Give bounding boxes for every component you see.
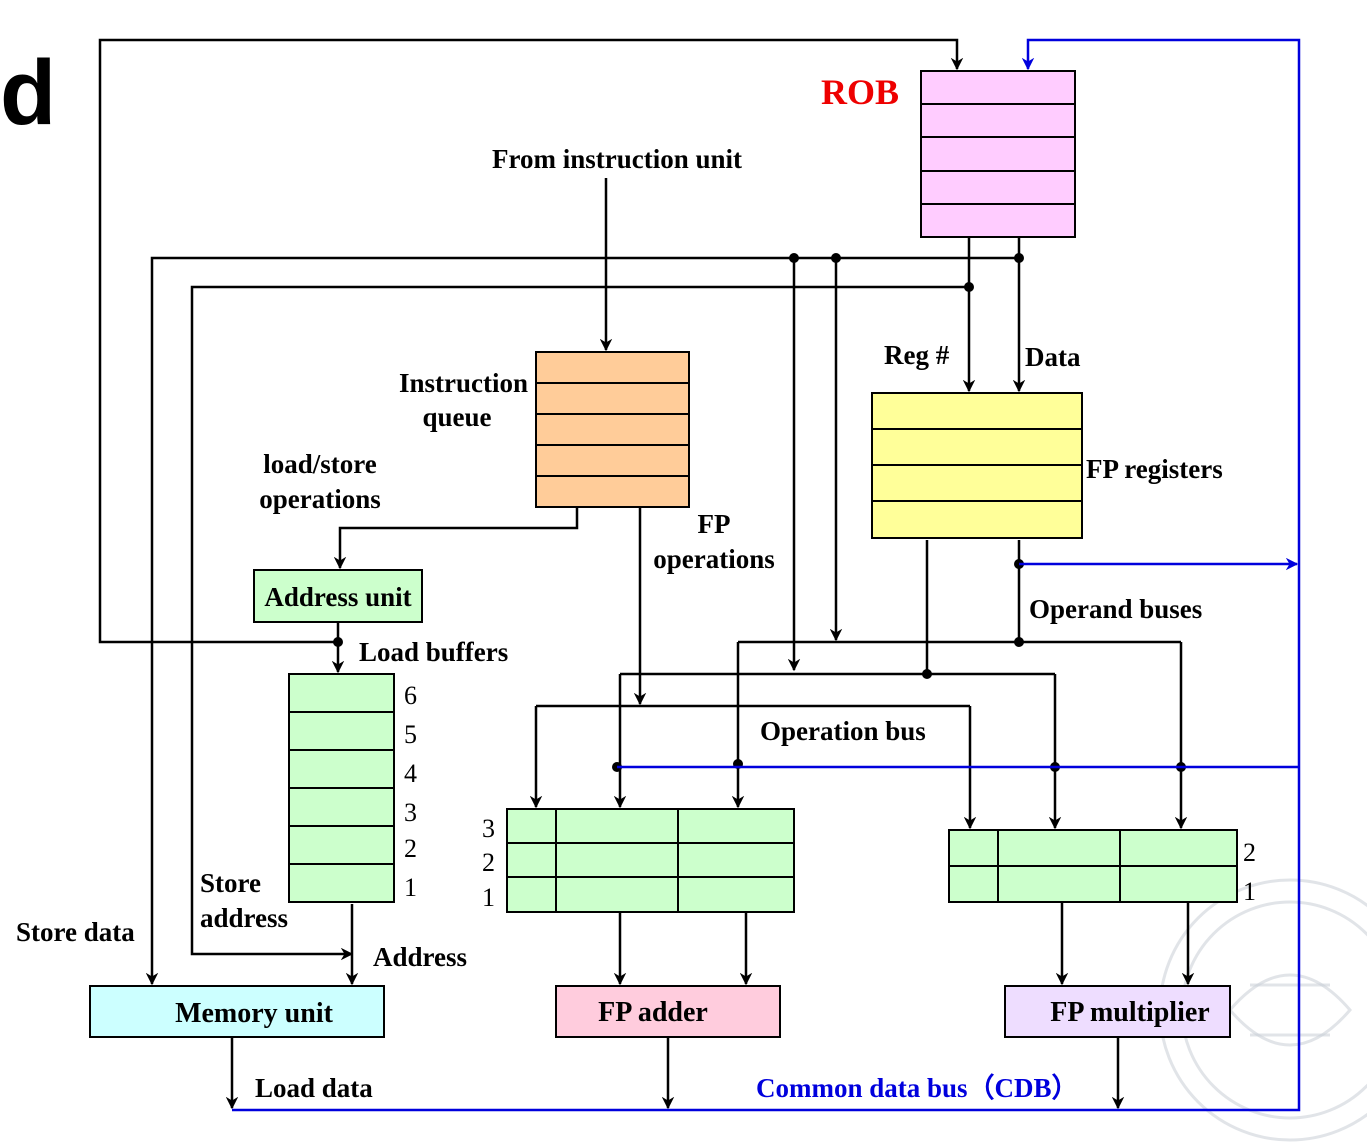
operation-bus-label: Operation bus xyxy=(760,716,926,746)
address-label: Address xyxy=(373,942,467,972)
junction-dots xyxy=(333,253,1186,772)
control-wires xyxy=(98,38,1195,1110)
adder-station-number: 2 xyxy=(482,848,495,877)
multiplier-reservation-stations xyxy=(948,829,1238,903)
adder-reservation-stations xyxy=(506,808,795,913)
load-buffer-number: 1 xyxy=(404,873,417,902)
memory-unit-label: Memory unit xyxy=(175,998,334,1029)
common-data-bus-wires xyxy=(232,38,1301,1112)
fp-multiplier-label: FP multiplier xyxy=(1050,997,1209,1028)
adder-station-numbers: 3 2 1 xyxy=(482,814,495,912)
load-buffer-number: 4 xyxy=(404,759,417,788)
address-unit: Address unit xyxy=(253,569,423,623)
multiplier-station-number: 2 xyxy=(1243,838,1256,867)
adder-station-number: 1 xyxy=(482,883,495,912)
instruction-queue xyxy=(535,351,690,508)
load-buffers xyxy=(288,673,395,903)
load-buffer-number: 6 xyxy=(404,681,417,710)
rob-buffer xyxy=(920,70,1076,238)
operand-buses-label: Operand buses xyxy=(1029,594,1202,624)
fp-operations-label-line2: operations xyxy=(653,544,775,574)
fp-operations-label-line1: FP xyxy=(698,509,731,539)
memory-unit: Memory unit xyxy=(89,985,385,1038)
load-buffers-label: Load buffers xyxy=(359,637,508,667)
fp-adder: FP adder xyxy=(555,985,781,1038)
fp-multiplier: FP multiplier xyxy=(1004,985,1231,1038)
load-buffer-number: 3 xyxy=(404,798,417,827)
store-data-label: Store data xyxy=(16,917,135,947)
data-label: Data xyxy=(1025,342,1081,372)
load-buffer-number: 5 xyxy=(404,720,417,749)
instruction-queue-label-line1: Instruction xyxy=(399,368,528,398)
store-address-label-line1: Store xyxy=(200,868,261,898)
adder-station-number: 3 xyxy=(482,814,495,843)
cdb-label: Common data bus（CDB） xyxy=(756,1073,1079,1103)
slide-title-fragment: d xyxy=(0,42,56,144)
multiplier-station-numbers: 2 1 xyxy=(1243,838,1256,906)
address-unit-label: Address unit xyxy=(264,582,411,612)
load-buffer-numbers: 6 5 4 3 2 1 xyxy=(404,681,417,902)
instruction-unit-label: From instruction unit xyxy=(492,144,742,174)
store-address-label-line2: address xyxy=(200,903,288,933)
load-buffer-number: 2 xyxy=(404,834,417,863)
multiplier-station-number: 1 xyxy=(1243,877,1256,906)
load-store-label-line1: load/store xyxy=(263,449,377,479)
reg-number-label: Reg # xyxy=(884,340,950,370)
instruction-queue-label-line2: queue xyxy=(422,402,491,432)
fp-registers xyxy=(871,392,1083,539)
load-data-label: Load data xyxy=(255,1073,373,1103)
load-store-label-line2: operations xyxy=(259,484,381,514)
fp-registers-label: FP registers xyxy=(1086,454,1223,484)
rob-label: ROB xyxy=(821,72,899,112)
fp-adder-label: FP adder xyxy=(598,997,708,1028)
